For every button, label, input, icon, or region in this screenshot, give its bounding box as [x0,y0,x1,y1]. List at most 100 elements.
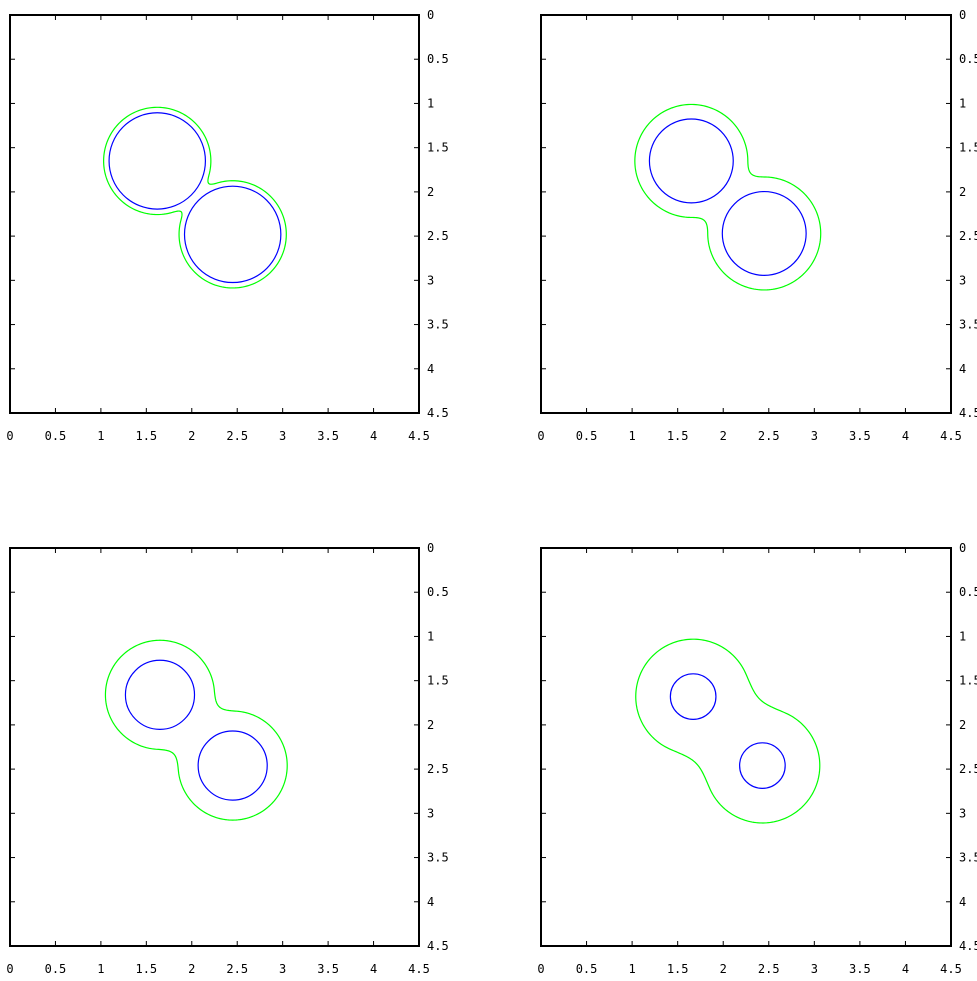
plot-panel-3: 0 0.5 1 1.5 2 2.5 3 3.5 4 4.5 0 0.5 1 1.5 2 2.5 3 3.5 4 4.5 [6,541,448,976]
y-tick-label: 0 [427,541,434,555]
y-tick-label: 3 [959,273,966,287]
y-tick-label: 2 [959,718,966,732]
y-tick-label: 0.5 [959,585,977,599]
y-tick-label: 0 [959,8,966,22]
x-tick-label: 4 [902,429,909,443]
inner-circle-2 [183,185,282,284]
x-tick-label: 4.5 [940,429,962,443]
y-tick-label: 3.5 [959,318,977,332]
y-tick-label: 0 [959,541,966,555]
plot-frame [540,14,952,414]
x-tick-label: 0.5 [576,429,598,443]
y-tick-label: 1 [427,96,434,110]
x-tick-label: 2.5 [758,962,780,976]
y-tick-label: 0.5 [959,52,977,66]
y-tick-label: 4.5 [959,406,977,420]
x-tick-label: 3 [279,429,286,443]
x-tick-label: 2 [720,962,727,976]
plot-frame [9,14,420,414]
x-tick-label: 1 [97,429,104,443]
x-tick-label: 2.5 [226,429,248,443]
y-tick-label: 0 [427,8,434,22]
y-tick-label: 4.5 [427,406,449,420]
y-tick-label: 1.5 [959,674,977,688]
y-tick-label: 3 [427,806,434,820]
y-tick-label: 4 [959,362,966,376]
y-tick-label: 1 [959,96,966,110]
y-tick-label: 4 [427,895,434,909]
y-tick-label: 2 [959,185,966,199]
x-tick-label: 1.5 [135,429,157,443]
inner-circle-2 [721,190,807,276]
x-tick-label: 4 [370,429,377,443]
y-tick-label: 3 [427,273,434,287]
y-tick-label: 4.5 [427,939,449,953]
y-tick-label: 4.5 [959,939,977,953]
x-tick-label: 4 [370,962,377,976]
x-tick-label: 3.5 [317,429,339,443]
x-tick-label: 2.5 [226,962,248,976]
y-tick-label: 1.5 [959,141,977,155]
x-tick-label: 1.5 [667,429,689,443]
y-tick-label: 0.5 [427,52,449,66]
y-tick-label: 0.5 [427,585,449,599]
x-tick-label: 3.5 [317,962,339,976]
y-tick-label: 1 [427,629,434,643]
x-tick-label: 0 [6,962,13,976]
y-tick-label: 1.5 [427,674,449,688]
x-tick-label: 0.5 [576,962,598,976]
x-tick-label: 0 [537,429,544,443]
inner-circle-1 [669,673,717,720]
outer-contour [103,106,287,289]
plot-panel-4: 0 0.5 1 1.5 2 2.5 3 3.5 4 4.5 0 0.5 1 1.5 2 2.5 3 3.5 4 4.5 [537,541,977,976]
plot-frame [540,547,952,947]
y-tick-label: 3.5 [427,851,449,865]
y-tick-label: 1 [959,629,966,643]
y-tick-label: 4 [959,895,966,909]
x-tick-label: 1.5 [135,962,157,976]
x-tick-label: 3.5 [849,962,871,976]
x-tick-label: 0 [537,962,544,976]
y-tick-label: 2 [427,718,434,732]
y-tick-label: 3 [959,806,966,820]
x-tick-label: 4 [902,962,909,976]
x-tick-label: 1 [628,962,635,976]
x-tick-label: 3 [811,429,818,443]
y-tick-label: 1.5 [427,141,449,155]
y-tick-label: 2.5 [959,762,977,776]
outer-contour [635,638,821,824]
plot-panel-2: 0 0.5 1 1.5 2 2.5 3 3.5 4 4.5 0 0.5 1 1.5 2 2.5 3 3.5 4 4.5 [537,8,977,443]
y-tick-label: 2.5 [959,229,977,243]
y-tick-label: 2.5 [427,762,449,776]
x-tick-label: 2.5 [758,429,780,443]
inner-circle-1 [124,659,196,730]
x-tick-label: 0 [6,429,13,443]
y-tick-label: 2.5 [427,229,449,243]
x-tick-label: 4.5 [408,962,430,976]
inner-circle-1 [648,118,734,204]
x-tick-label: 4.5 [940,962,962,976]
x-tick-label: 4.5 [408,429,430,443]
x-tick-label: 1 [628,429,635,443]
inner-circle-2 [739,742,786,789]
x-tick-label: 2 [720,429,727,443]
inner-circle-1 [108,112,207,210]
x-tick-label: 2 [188,429,195,443]
inner-circle-2 [197,730,268,801]
y-tick-label: 3.5 [959,851,977,865]
y-tick-label: 2 [427,185,434,199]
plot-frame [9,547,420,947]
x-tick-label: 1.5 [667,962,689,976]
x-tick-label: 1 [97,962,104,976]
x-tick-label: 2 [188,962,195,976]
x-tick-label: 0.5 [45,962,67,976]
outer-contour [634,103,822,291]
x-tick-label: 3.5 [849,429,871,443]
outer-contour [104,639,288,821]
y-tick-label: 3.5 [427,318,449,332]
x-tick-label: 0.5 [45,429,67,443]
x-tick-label: 3 [811,962,818,976]
x-tick-label: 3 [279,962,286,976]
